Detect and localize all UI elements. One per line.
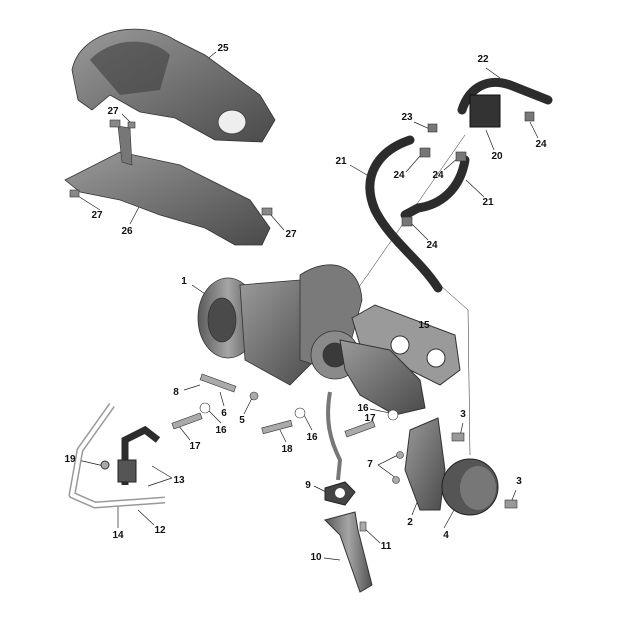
callout-27: 27 [91, 210, 103, 221]
callout-16: 16 [357, 403, 369, 414]
callout-1: 1 [181, 276, 187, 287]
callout-8: 8 [173, 387, 179, 398]
callout-24: 24 [535, 139, 547, 150]
callout-19: 19 [64, 454, 76, 465]
callout-4: 4 [443, 530, 449, 541]
callout-13: 13 [173, 475, 185, 486]
callout-18: 18 [281, 444, 293, 455]
callout-9: 9 [305, 480, 311, 491]
turbocharger [197, 264, 363, 386]
callout-5: 5 [239, 415, 245, 426]
actuator-bracket [404, 417, 446, 511]
callout-25: 25 [217, 43, 229, 54]
callout-2: 2 [407, 517, 413, 528]
callout-21: 21 [335, 156, 347, 167]
lower-heat-shield [64, 151, 271, 246]
callout-20: 20 [491, 151, 503, 162]
callout-12: 12 [154, 525, 166, 536]
callout-17: 17 [189, 441, 201, 452]
callout-10: 10 [310, 552, 322, 563]
callout-15: 15 [418, 320, 430, 331]
callout-6: 6 [221, 408, 227, 419]
coolant-pipe [68, 402, 166, 509]
callout-3: 3 [516, 476, 522, 487]
callout-3: 3 [460, 409, 466, 420]
callout-14: 14 [112, 530, 124, 541]
callout-24: 24 [432, 170, 444, 181]
callout-22: 22 [477, 54, 489, 65]
callout-21: 21 [482, 197, 494, 208]
callout-11: 11 [380, 541, 392, 552]
callout-24: 24 [426, 240, 438, 251]
callout-16: 16 [215, 425, 227, 436]
callout-26: 26 [121, 226, 133, 237]
callout-23: 23 [401, 112, 413, 123]
callout-17: 17 [364, 413, 376, 424]
exhaust-manifold [339, 339, 426, 416]
callout-7: 7 [367, 459, 373, 470]
callout-24: 24 [393, 170, 405, 181]
callout-16: 16 [306, 432, 318, 443]
drain-pipe [324, 511, 373, 593]
callout-27: 27 [107, 106, 119, 117]
valve-20 [469, 94, 501, 128]
callout-27: 27 [285, 229, 297, 240]
